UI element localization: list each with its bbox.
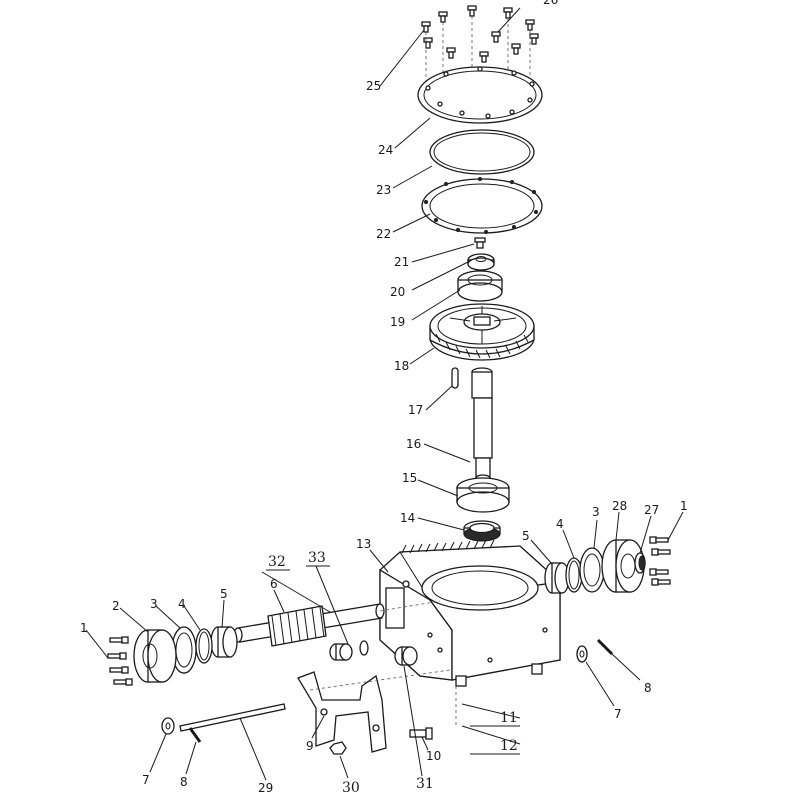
right-washer [576,645,588,663]
small-ring [359,640,369,656]
label-8-left: 8 [180,775,188,789]
label-4-left: 4 [178,597,186,611]
nut-31 [394,646,418,666]
label-31: 31 [416,776,434,792]
label-21: 21 [394,255,409,269]
right-end-cap [601,539,645,593]
label-27: 27 [644,503,659,517]
label-1-left: 1 [80,621,88,635]
left-bearing [210,626,238,658]
rod [179,703,286,732]
right-gasket [579,547,605,593]
left-o-ring [195,628,213,664]
bottom-bearing [456,477,510,513]
right-bearing [544,562,570,594]
label-5-left: 5 [220,587,228,601]
label-1-right: 1 [680,499,688,513]
label-17: 17 [408,403,423,417]
label-6: 6 [270,577,278,591]
right-seal [634,552,646,574]
label-20: 20 [390,285,405,299]
output-shaft [471,367,493,482]
label-3-left: 3 [150,597,158,611]
gasket [421,177,543,234]
label-26: 26 [543,0,558,7]
label-12: 12 [500,738,518,754]
label-33: 33 [308,550,326,566]
left-end-cap [133,629,177,683]
label-14: 14 [400,511,415,525]
bushing [329,643,353,661]
label-19: 19 [390,315,405,329]
label-28: 28 [612,499,627,513]
label-3-right: 3 [592,505,600,519]
label-11: 11 [500,710,518,726]
nut-30 [329,741,347,755]
label-29: 29 [258,781,273,795]
bolt-10 [409,727,433,740]
label-2: 2 [112,599,120,613]
right-cap-bolts [649,536,671,586]
label-8-right: 8 [644,681,652,695]
label-9: 9 [306,739,314,753]
washer [467,253,495,271]
o-ring [429,129,535,175]
key [451,367,459,389]
center-screw [474,237,486,249]
lever-arm [297,671,387,753]
label-5-right: 5 [522,529,530,543]
left-cap-bolts [107,636,133,686]
label-25: 25 [366,79,381,93]
top-bearing [457,270,503,302]
label-24: 24 [378,143,393,157]
cover-plate [417,66,543,124]
leader-lines [85,7,684,781]
left-washer [161,717,175,735]
label-7-left: 7 [142,773,150,787]
label-18: 18 [394,359,409,373]
label-10: 10 [426,749,441,763]
label-7-right: 7 [614,707,622,721]
label-22: 22 [376,227,391,241]
label-16: 16 [406,437,421,451]
left-pin [188,727,202,743]
worm-shaft [233,603,385,647]
cover-screws [421,5,539,92]
right-pin [596,638,614,656]
oil-seal [463,520,501,542]
right-o-ring [565,557,583,593]
label-4-right: 4 [556,517,564,531]
label-32: 32 [268,554,286,570]
worm-gear [429,303,535,361]
label-13: 13 [356,537,371,551]
label-15: 15 [402,471,417,485]
label-23: 23 [376,183,391,197]
label-30: 30 [342,780,360,796]
